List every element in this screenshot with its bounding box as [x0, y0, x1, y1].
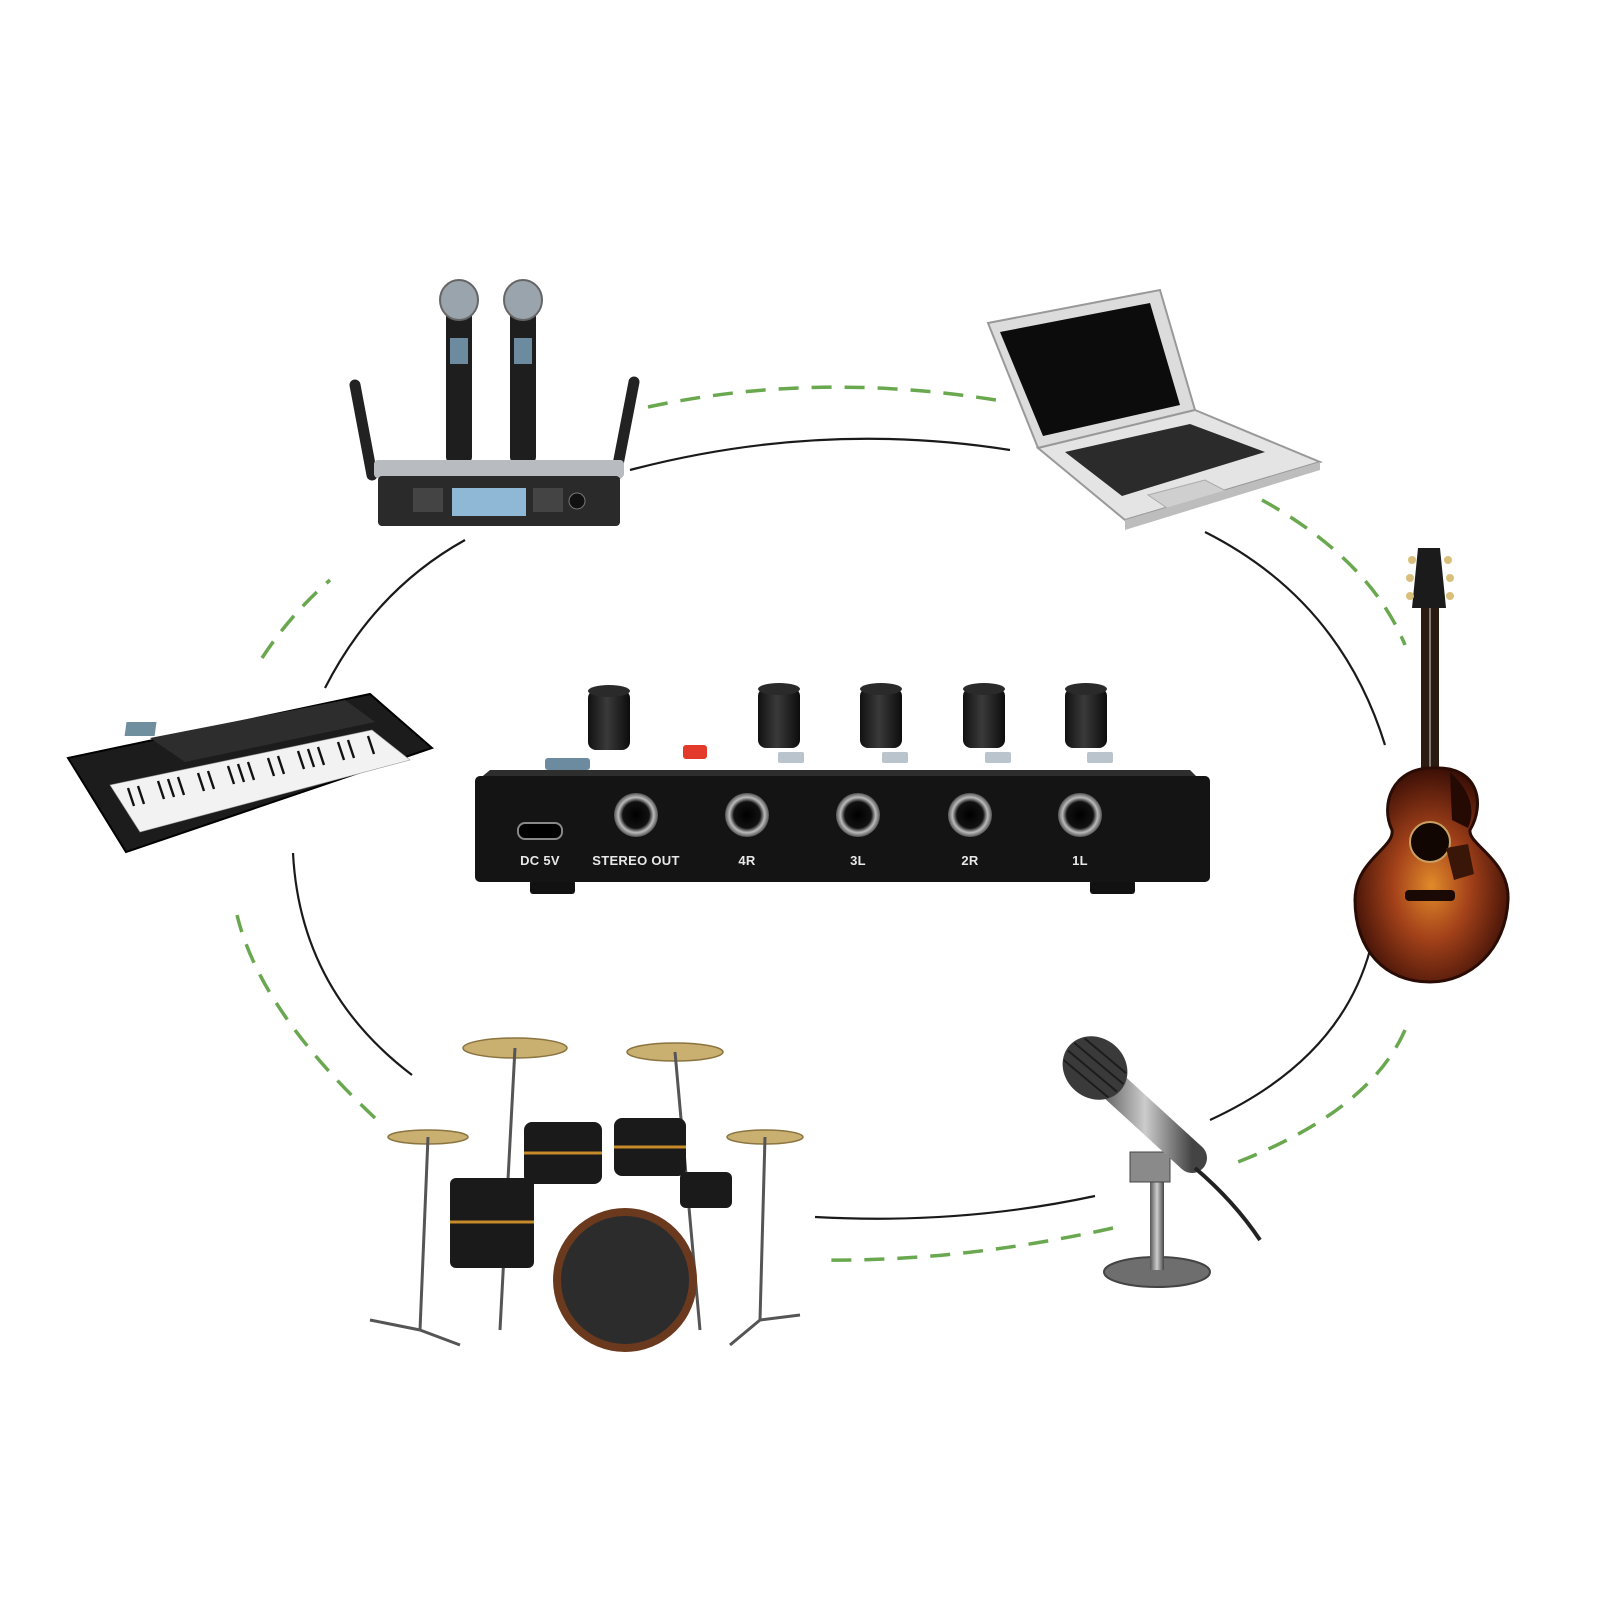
jack-1l: [1058, 793, 1102, 837]
keyboard-white-keys: [109, 729, 411, 833]
acoustic-guitar: [1353, 548, 1510, 984]
dashed-line-laptop-guitar: [1261, 498, 1407, 646]
mic-clip: [1129, 1151, 1171, 1183]
mic-stand: [1150, 1170, 1164, 1270]
laptop: [986, 288, 1323, 530]
mic-grille-right: [503, 279, 543, 321]
mixer-foot-left: [530, 880, 575, 894]
guitar-pickguard: [1446, 844, 1474, 880]
power-led: [683, 745, 707, 759]
wireless-microphone-system: [349, 279, 640, 526]
solid-connection-lines: [291, 437, 1387, 1220]
gain-knob-1l: [1065, 683, 1113, 763]
antenna-left: [349, 379, 378, 481]
gain-knob-master: [588, 685, 630, 750]
guitar-cutaway: [1450, 772, 1472, 828]
keyboard-panel: [150, 700, 375, 762]
label-stereo-out: STEREO OUT: [592, 853, 680, 868]
dashed-connection-lines: [235, 385, 1407, 1262]
electronic-keyboard: [66, 692, 434, 854]
handheld-mic-left: [446, 305, 472, 463]
keyboard-display: [124, 722, 157, 736]
solid-line-drums-keyboard: [291, 852, 413, 1076]
dashed-line-keyboard-wireless: [260, 578, 332, 659]
label-1l: 1L: [1072, 853, 1088, 868]
receiver-display: [452, 488, 526, 516]
solid-line-laptop-guitar: [1204, 531, 1387, 746]
bass-drum: [553, 1208, 697, 1352]
label-2r: 2R: [961, 853, 979, 868]
tom-drums: [450, 1118, 732, 1268]
gain-knob-3l: [860, 683, 908, 763]
mic-cable: [1193, 1166, 1262, 1242]
audio-mixer: DC 5V STEREO OUT 4R 3L 2R 1L: [475, 683, 1210, 894]
solid-line-keyboard-wireless: [324, 539, 466, 689]
guitar-bridge: [1405, 890, 1455, 901]
jack-4r: [725, 793, 769, 837]
receiver-top: [374, 460, 624, 478]
guitar-body: [1353, 766, 1510, 984]
laptop-screen: [1000, 303, 1180, 436]
label-4r: 4R: [738, 853, 756, 868]
antenna-right: [610, 376, 640, 481]
dashed-line-wireless-laptop: [647, 385, 1009, 409]
laptop-front-edge: [1125, 462, 1320, 530]
solid-line-guitar-microphone: [1209, 949, 1372, 1121]
label-dc-5v: DC 5V: [520, 853, 560, 868]
label-3l: 3L: [850, 853, 866, 868]
mixer-foot-right: [1090, 880, 1135, 894]
gain-knob-4r: [758, 683, 804, 763]
mic-head: [1062, 1036, 1128, 1100]
gain-knob-2r: [963, 683, 1011, 763]
receiver-power-knob: [568, 492, 586, 510]
dashed-line-guitar-microphone: [1237, 1029, 1407, 1164]
dashed-line-drums-keyboard: [235, 914, 377, 1120]
laptop-keyboard: [1065, 424, 1265, 496]
desktop-microphone: [1062, 1036, 1262, 1288]
dashed-line-microphone-drums: [819, 1226, 1114, 1262]
jack-3l: [836, 793, 880, 837]
jack-2r: [948, 793, 992, 837]
mic-grille-left: [439, 279, 479, 321]
guitar-headstock: [1412, 548, 1446, 608]
solid-line-microphone-drums: [814, 1194, 1096, 1220]
keyboard-black-keys: [126, 735, 376, 807]
solid-line-wireless-laptop: [629, 437, 1011, 472]
dc-port: [517, 822, 563, 840]
stereo-out-jack: [614, 793, 658, 837]
drum-kit: [369, 1037, 804, 1352]
handheld-mic-right: [510, 305, 536, 463]
guitar-soundhole: [1409, 821, 1451, 863]
